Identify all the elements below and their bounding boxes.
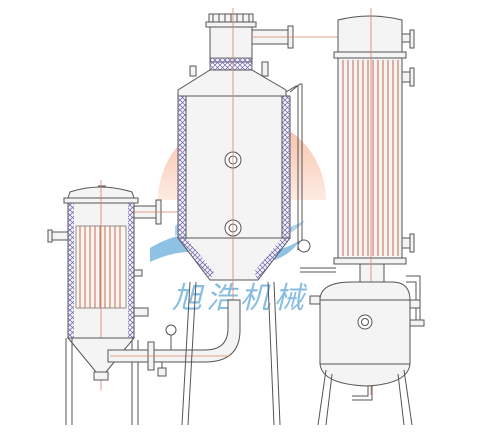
- valve-icon: [157, 362, 167, 377]
- feed-pipe: [107, 299, 241, 377]
- preheater-tubes: [79, 226, 121, 308]
- tank-sight-glass-icon: [357, 314, 373, 330]
- top-bolts: [212, 14, 250, 22]
- main-evaporator: [176, 8, 340, 426]
- condenser-tubes: [342, 60, 399, 256]
- pressure-gauge-icon: [165, 324, 177, 336]
- preheater: [47, 180, 180, 425]
- receiver-tank: [309, 281, 421, 426]
